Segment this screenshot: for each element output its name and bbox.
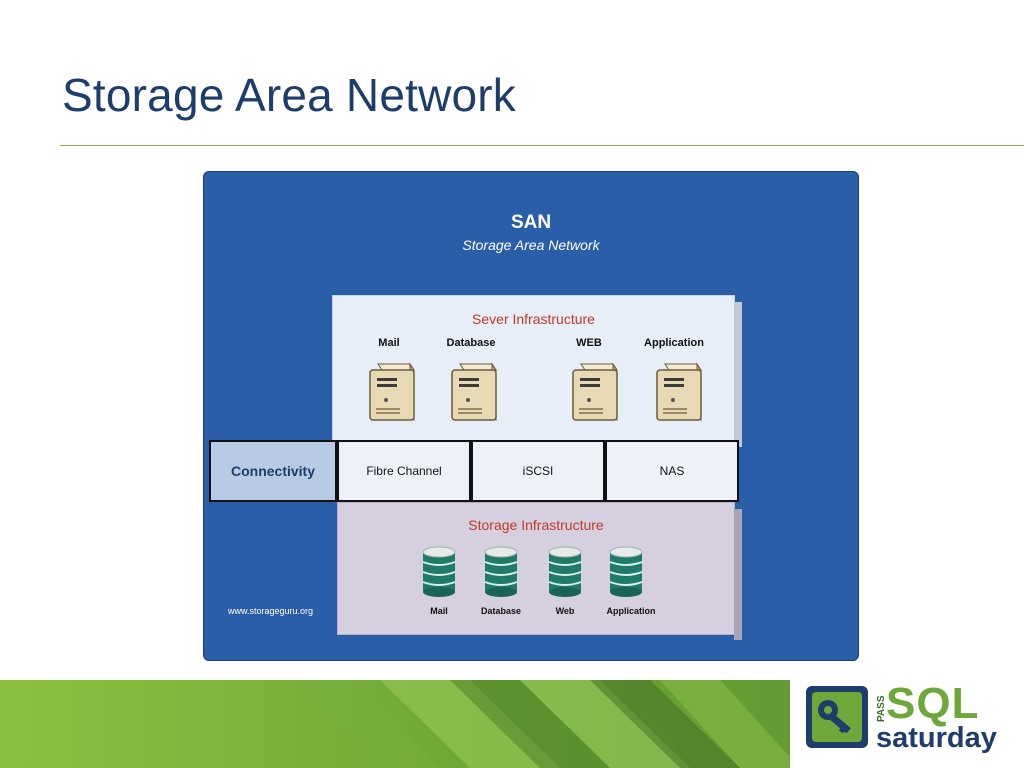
- storage-infrastructure-box: Storage Infrastructure: [337, 502, 742, 640]
- server-infrastructure-title: Sever Infrastructure: [472, 311, 595, 327]
- server-icon: [451, 362, 497, 422]
- storage-infrastructure-title: Storage Infrastructure: [468, 517, 604, 533]
- san-diagram: SAN Storage Area Network Sever Infrastru…: [203, 171, 859, 661]
- storage-label-application: Application: [606, 606, 656, 616]
- storage-disk-icon: [422, 546, 456, 597]
- server-icon: [369, 362, 415, 422]
- connectivity-nas: NAS: [605, 440, 739, 502]
- logo-sql-text: SQL: [886, 679, 980, 728]
- san-subtitle: Storage Area Network: [462, 237, 600, 253]
- server-label-web: WEB: [576, 337, 602, 349]
- storage-label-database: Database: [480, 606, 522, 616]
- server-icon: [572, 362, 618, 422]
- connectivity-fibre-channel: Fibre Channel: [337, 440, 471, 502]
- title-divider: [60, 145, 1024, 146]
- storage-disk-icon: [548, 546, 582, 597]
- sql-saturday-logo: PASS SQL saturday: [790, 680, 1024, 768]
- server-label-database: Database: [446, 337, 496, 349]
- box-side: [734, 509, 742, 640]
- server-label-application: Application: [644, 337, 704, 349]
- connectivity-row: Connectivity Fibre Channel iSCSI NAS: [209, 440, 739, 502]
- storage-disk-icon: [609, 546, 643, 597]
- storage-label-web: Web: [555, 606, 575, 616]
- logo-saturday-text: saturday: [876, 722, 997, 754]
- storage-disk-icon: [484, 546, 518, 597]
- storage-label-mail: Mail: [430, 606, 448, 616]
- source-credit: www.storageguru.org: [228, 606, 314, 616]
- connectivity-label: Connectivity: [209, 440, 337, 502]
- slide-title: Storage Area Network: [62, 69, 517, 121]
- server-label-mail: Mail: [378, 337, 400, 349]
- server-icon: [656, 362, 702, 422]
- server-infrastructure-box: Sever Infrastructure Mail Database WEB A…: [332, 295, 742, 447]
- key-logo-icon: [806, 686, 868, 748]
- box-side: [734, 302, 742, 447]
- connectivity-iscsi: iSCSI: [471, 440, 605, 502]
- san-title: SAN: [510, 212, 552, 233]
